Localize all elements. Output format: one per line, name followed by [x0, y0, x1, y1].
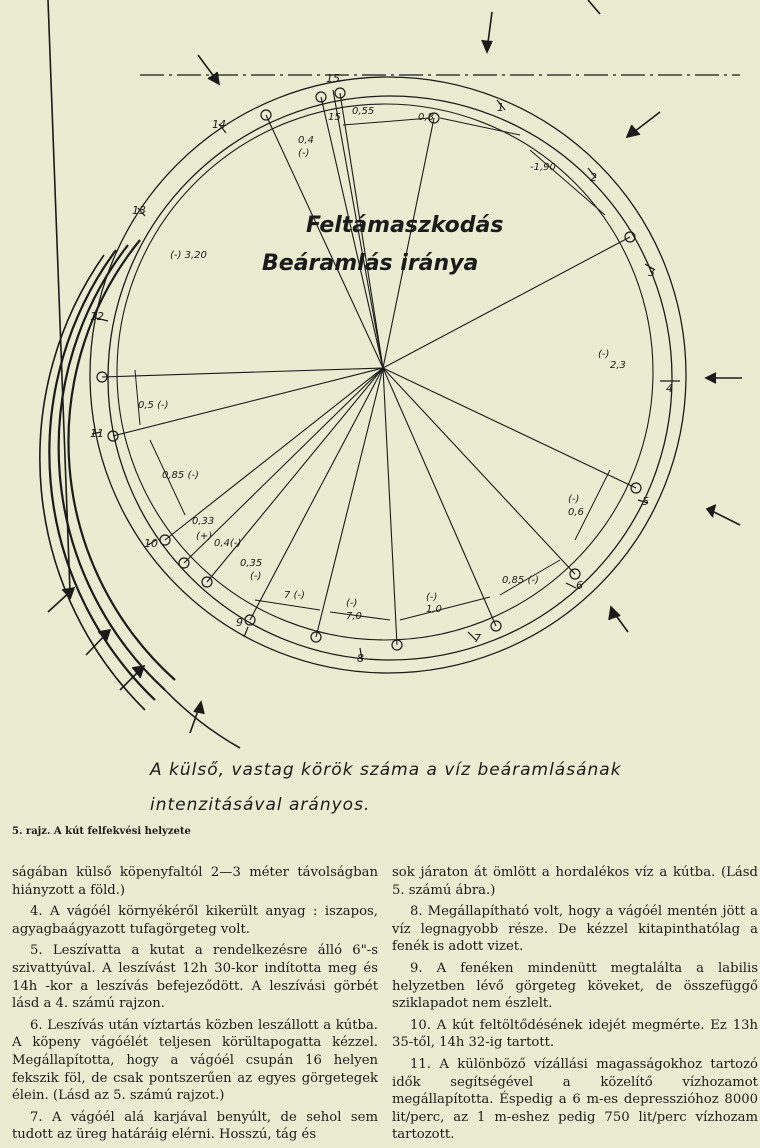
thick-arc: [39, 254, 146, 711]
segment-number-13: 13: [132, 204, 146, 217]
measurement-label: 0,85 (-): [502, 575, 539, 586]
radial-lines: [101, 89, 637, 646]
measurement-label: (-): [426, 592, 437, 603]
point-circles: [96, 87, 642, 651]
segment-number-2: 2: [590, 171, 597, 184]
middle-circle: [107, 95, 673, 661]
dimension-lines: [134, 117, 611, 621]
segment-number-10: 10: [144, 537, 158, 550]
segment-numbers: 1 2 3 4 5 6 7 8 9 10 11 12 13 14 15: [90, 72, 673, 665]
segment-number-1: 1: [497, 101, 504, 114]
paragraph: 8. Megállapítható volt, hogy a vágóél me…: [392, 904, 758, 955]
measurement-label: (-): [346, 598, 357, 609]
measurement-label: 0,5 (-): [138, 400, 169, 411]
inner-circle: [116, 103, 654, 641]
measurement-label: 0,8: [418, 112, 434, 123]
segment-number-4: 4: [666, 382, 673, 395]
measurement-label: 7,0: [346, 611, 362, 622]
measurement-label: 0,55: [352, 106, 374, 117]
paragraph: 5. Leszívatta a kutat a rendelkezésre ál…: [12, 943, 378, 1012]
segment-number-7: 7: [474, 632, 481, 645]
segment-ticks: [91, 99, 680, 661]
measurement-label: 0,35: [240, 558, 262, 569]
segment-number-15: 15: [326, 72, 340, 85]
paragraph: 11. A különböző vízállási magasságokhoz …: [392, 1056, 758, 1143]
measurement-label: 1,0: [426, 604, 442, 615]
title-line1: Feltámaszkodás: [306, 213, 503, 238]
text-column-left: ságában külső köpenyfaltól 2—3 méter táv…: [12, 864, 378, 1148]
figure-caption-line1: A külső, vastag körök száma a víz beáram…: [150, 760, 622, 780]
measurement-label: (-) 3,20: [170, 250, 207, 261]
measurement-label: 0,4(-): [214, 538, 241, 549]
measurement-label: (-): [568, 494, 579, 505]
text-column-right: sok járaton át ömlött a hordalékos víz a…: [392, 864, 758, 1148]
segment-number-9: 9: [236, 616, 243, 629]
measurement-label: 15: [328, 112, 341, 123]
paragraph: 10. A kút feltöltődésének idejét megmért…: [392, 1017, 758, 1051]
paragraph: sok járaton át ömlött a hordalékos víz a…: [392, 865, 758, 898]
measurement-label: (-): [250, 571, 261, 582]
thick-arc: [67, 239, 176, 681]
measurement-label: (-): [598, 349, 609, 360]
paragraph: 9. A fenéken mindenütt megtalálta a labi…: [392, 960, 758, 1012]
measurement-label: 7 (-): [284, 590, 305, 601]
segment-number-11: 11: [90, 427, 104, 440]
paragraph: 4. A vágóél környékéről kikerült anyag :…: [12, 904, 378, 937]
measurement-label: 0,33: [192, 516, 214, 527]
measurement-labels: 0,55 0,8 0,4 (-) -1,90 15 (-) 3,20 (-) 2…: [138, 106, 626, 622]
measurement-label: 0,6: [568, 507, 584, 518]
thick-arc: [57, 244, 166, 691]
inflow-arrows: [47, 0, 742, 734]
measurement-label: 2,3: [610, 360, 626, 371]
paragraph: ságában külső köpenyfaltól 2—3 méter táv…: [12, 865, 378, 898]
measurement-label: -1,90: [530, 162, 556, 173]
segment-number-12: 12: [90, 310, 104, 323]
measurement-label: (+): [196, 531, 212, 542]
well-diagram: Feltámaszkodás Beáramlás iránya 1 2 3 4 …: [39, 0, 742, 749]
outer-circle: [89, 76, 687, 674]
segment-number-8: 8: [357, 652, 364, 665]
figure-number: 5. rajz. A kút felfekvési helyzete: [12, 826, 191, 837]
paragraph: 7. A vágóél alá karjával benyúlt, de seh…: [12, 1109, 378, 1143]
paragraph: 6. Leszívás után víztartás közben leszál…: [12, 1017, 378, 1104]
segment-number-3: 3: [648, 266, 655, 279]
segment-number-14: 14: [212, 118, 226, 131]
segment-number-5: 5: [642, 495, 649, 508]
measurement-label: (-): [298, 148, 309, 159]
thick-arc: [164, 689, 241, 749]
measurement-label: 0,85 (-): [162, 470, 199, 481]
thick-arc: [48, 249, 156, 701]
figure-caption-line2: intenzitásával arányos.: [150, 795, 371, 815]
title-line2: Beáramlás iránya: [262, 251, 478, 276]
measurement-label: 0,4: [298, 135, 314, 146]
segment-number-6: 6: [576, 579, 583, 592]
